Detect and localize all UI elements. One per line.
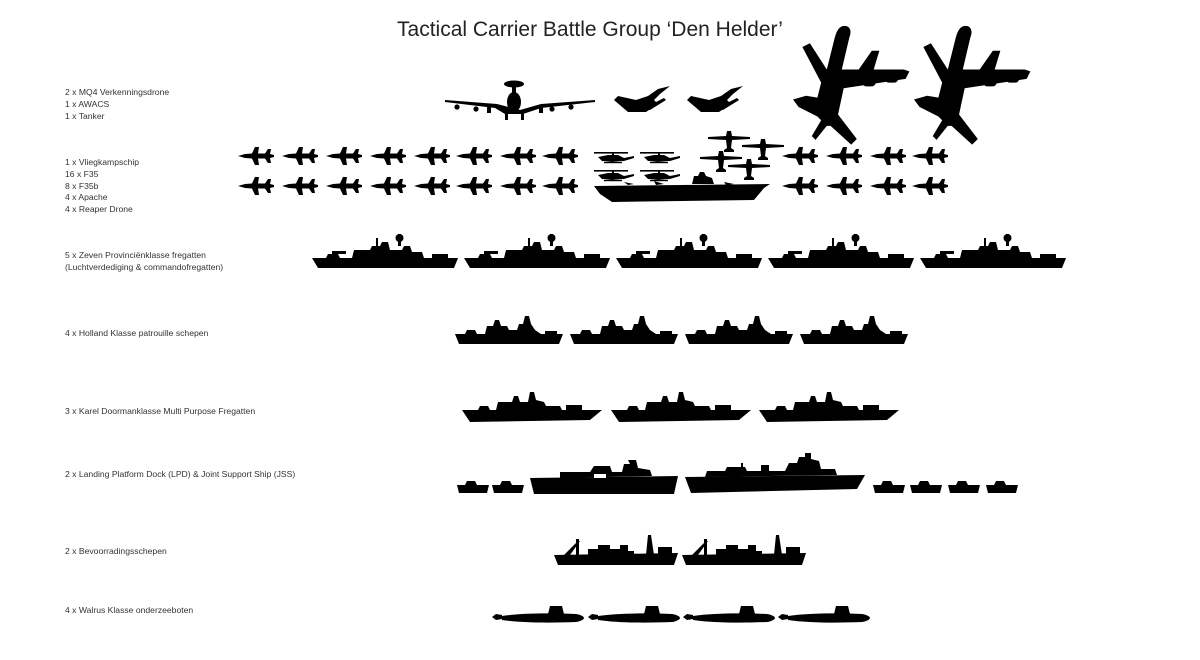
f35-icon [870, 177, 906, 195]
reaper-drone-icon [742, 139, 784, 160]
f35-group-right [782, 147, 948, 195]
label-line: 1 x AWACS [65, 98, 110, 109]
supply-ship-icon [554, 535, 678, 565]
submarine-icon [683, 606, 775, 623]
label-line: 4 x Reaper Drone [65, 204, 133, 215]
landing-craft-icon [457, 481, 489, 493]
f35-icon [542, 147, 578, 165]
lpd-ship-icon [530, 460, 678, 494]
tanker-aircraft-icon [793, 25, 910, 145]
multipurpose-frigate-icon [462, 392, 602, 422]
f35-icon [282, 177, 318, 195]
mq4-drone-icon [687, 86, 743, 112]
group-label-karel: 3 x Karel Doormanklasse Multi Purpose Fr… [65, 406, 255, 418]
reaper-drone-icon [700, 151, 742, 172]
reaper-drone-icon [708, 131, 750, 152]
f35-icon [370, 177, 406, 195]
multipurpose-frigate-icon [759, 392, 899, 422]
jss-ship-icon [685, 453, 865, 493]
landing-craft-icon [910, 481, 942, 493]
patrol-ship-icon [685, 316, 793, 344]
apache-helicopter-icon [640, 170, 680, 182]
f35-icon [912, 177, 948, 195]
label-line: 4 x Walrus Klasse onderzeeboten [65, 605, 194, 615]
submarine-icon [778, 606, 870, 623]
label-line: 1 x Vliegkampschip [65, 157, 140, 167]
group-label-holland: 4 x Holland Klasse patrouille schepen [65, 328, 208, 340]
frigate-icon [920, 234, 1066, 268]
label-line: 16 x F35 [65, 168, 99, 179]
f35-icon [912, 147, 948, 165]
frigate-icon [616, 234, 762, 268]
f35-group-left [238, 147, 578, 195]
label-line: 4 x Holland Klasse patrouille schepen [65, 328, 209, 338]
label-line: 4 x Apache [65, 192, 108, 203]
f35-icon [456, 147, 492, 165]
page-title: Tactical Carrier Battle Group ‘Den Helde… [397, 18, 783, 41]
f35-icon [500, 147, 536, 165]
f35-icon [870, 147, 906, 165]
frigate-icon [312, 234, 458, 268]
f35-icon [782, 177, 818, 195]
submarine-icon [588, 606, 680, 623]
patrol-ship-icon [570, 316, 678, 344]
group-label-zeven: 5 x Zeven Provinciënklasse fregatten (Lu… [65, 250, 223, 274]
f35-icon [282, 147, 318, 165]
landing-craft-icon [492, 481, 524, 493]
patrol-ship-icon [455, 316, 563, 344]
reaper-drone-icon [728, 159, 770, 180]
label-line: 2 x MQ4 Verkenningsdrone [65, 87, 170, 97]
f35-icon [826, 147, 862, 165]
f35-icon [456, 177, 492, 195]
group-label-air: 2 x MQ4 Verkenningsdrone 1 x AWACS 1 x T… [65, 87, 169, 122]
frigate-icon [768, 234, 914, 268]
apache-helicopter-icon [594, 152, 634, 164]
patrol-ship-icon [800, 316, 908, 344]
label-line: 5 x Zeven Provinciënklasse fregatten [65, 250, 206, 260]
submarine-icon [492, 606, 584, 623]
frigate-icon [464, 234, 610, 268]
landing-craft-icon [948, 481, 980, 493]
multipurpose-frigate-icon [611, 392, 751, 422]
f35-icon [370, 147, 406, 165]
f35-icon [414, 147, 450, 165]
f35-icon [826, 177, 862, 195]
label-line: 3 x Karel Doormanklasse Multi Purpose Fr… [65, 406, 256, 416]
awacs-icon [445, 80, 595, 120]
f35-icon [414, 177, 450, 195]
apache-helicopter-icon [640, 152, 680, 164]
group-label-subs: 4 x Walrus Klasse onderzeeboten [65, 605, 193, 617]
f35-icon [238, 177, 274, 195]
f35-icon [782, 147, 818, 165]
label-line: 1 x Tanker [65, 110, 105, 121]
supply-ship-icon [682, 535, 806, 565]
group-label-carrier: 1 x Vliegkampschip 16 x F35 8 x F35b 4 x… [65, 157, 139, 216]
label-line: (Luchtverdediging & commandofregatten) [65, 261, 224, 272]
apache-helicopter-icon [594, 170, 634, 182]
group-label-lpd: 2 x Landing Platform Dock (LPD) & Joint … [65, 469, 295, 481]
tanker-aircraft-icon [914, 25, 1031, 145]
group-label-supply: 2 x Bevoorradingsschepen [65, 546, 167, 558]
label-line: 2 x Landing Platform Dock (LPD) & Joint … [65, 469, 296, 479]
landing-craft-icon [873, 481, 905, 493]
f35-icon [542, 177, 578, 195]
f35-icon [326, 177, 362, 195]
f35-icon [238, 147, 274, 165]
label-line: 8 x F35b [65, 180, 99, 191]
f35-icon [500, 177, 536, 195]
landing-craft-icon [986, 481, 1018, 493]
f35-icon [326, 147, 362, 165]
label-line: 2 x Bevoorradingsschepen [65, 546, 167, 556]
mq4-drone-icon [614, 86, 670, 112]
